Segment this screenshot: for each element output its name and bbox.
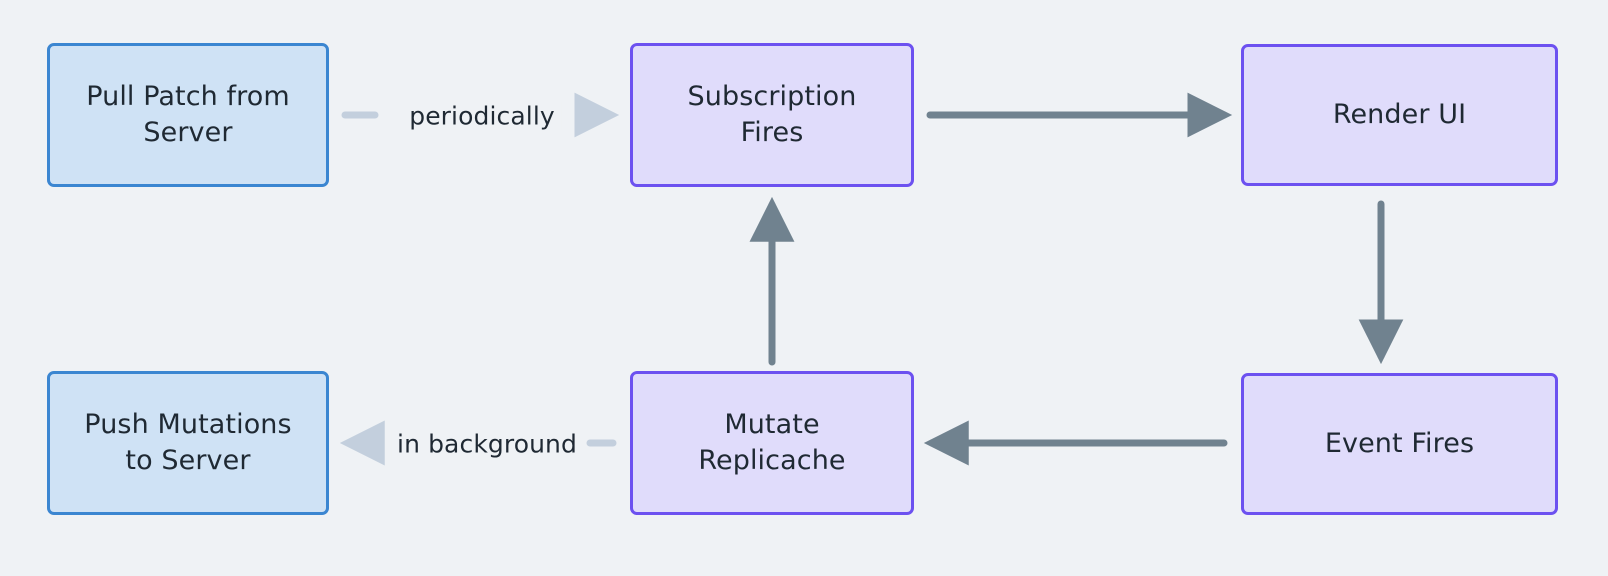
node-label-render-ui: Render UI bbox=[1332, 99, 1467, 131]
edge-label-in-background: in background bbox=[391, 429, 583, 459]
node-label-pull-patch-from-server: Pull Patch from Server bbox=[86, 81, 290, 148]
node-label-push-mutations-to-server: Push Mutations to Server bbox=[84, 409, 292, 476]
edge-label-periodically: periodically bbox=[403, 101, 561, 131]
node-event-fires[interactable]: Event Fires bbox=[1241, 373, 1558, 515]
node-mutate-replicache[interactable]: Mutate Replicache bbox=[630, 371, 914, 515]
node-label-subscription-fires: Subscription Fires bbox=[687, 81, 857, 148]
node-label-event-fires: Event Fires bbox=[1324, 428, 1475, 460]
node-push-mutations-to-server[interactable]: Push Mutations to Server bbox=[47, 371, 329, 515]
node-render-ui[interactable]: Render UI bbox=[1241, 44, 1558, 186]
node-pull-patch-from-server[interactable]: Pull Patch from Server bbox=[47, 43, 329, 187]
node-subscription-fires[interactable]: Subscription Fires bbox=[630, 43, 914, 187]
node-label-mutate-replicache: Mutate Replicache bbox=[698, 409, 846, 476]
